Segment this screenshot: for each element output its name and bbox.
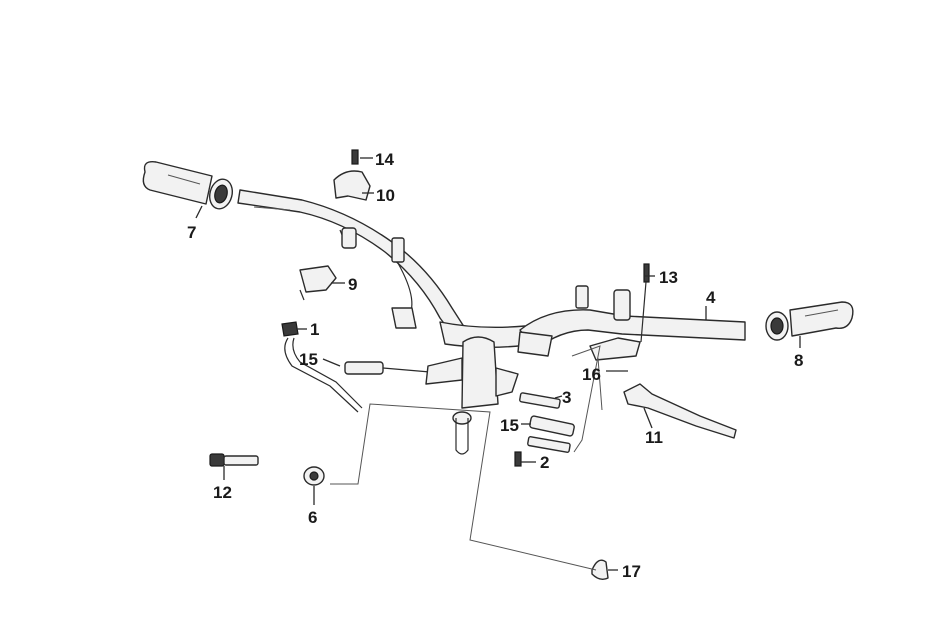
left-grip (142, 161, 234, 210)
callout-15b: 15 (500, 416, 519, 435)
callout-15a: 15 (299, 350, 318, 369)
bracket-part-9 (299, 265, 337, 301)
brake-lever-11 (623, 383, 737, 439)
center-riser-bracket (425, 336, 519, 455)
callout-2: 2 (540, 453, 549, 472)
cover-part-10 (333, 149, 371, 201)
bolt-3 (519, 392, 561, 409)
cap-17 (591, 559, 609, 581)
nut-6 (303, 466, 325, 486)
callout-12: 12 (213, 483, 232, 502)
callout-labels: 1 2 3 4 6 7 8 9 10 11 12 13 14 15 15 16 … (187, 150, 803, 581)
callout-3: 3 (562, 388, 571, 407)
callout-8: 8 (794, 351, 803, 370)
callout-14: 14 (375, 150, 394, 169)
bolt-12 (209, 453, 259, 467)
bolt-2 (514, 436, 571, 467)
callout-4: 4 (706, 288, 716, 307)
bolt-15-right (529, 415, 575, 437)
callout-17: 17 (622, 562, 641, 581)
callout-6: 6 (308, 508, 317, 527)
right-grip (765, 301, 854, 341)
assembly-lines (253, 206, 603, 571)
callout-10: 10 (376, 186, 395, 205)
lever-bracket-16 (589, 263, 650, 361)
callout-13: 13 (659, 268, 678, 287)
callout-16: 16 (582, 365, 601, 384)
bolt-15-left (344, 361, 431, 375)
cable-part-1 (281, 321, 363, 413)
leader-lines (195, 157, 801, 571)
callout-11: 11 (645, 428, 663, 447)
callout-7: 7 (187, 223, 196, 242)
handlebar-tube (237, 189, 746, 357)
callout-9: 9 (348, 275, 357, 294)
callout-1: 1 (310, 320, 319, 339)
